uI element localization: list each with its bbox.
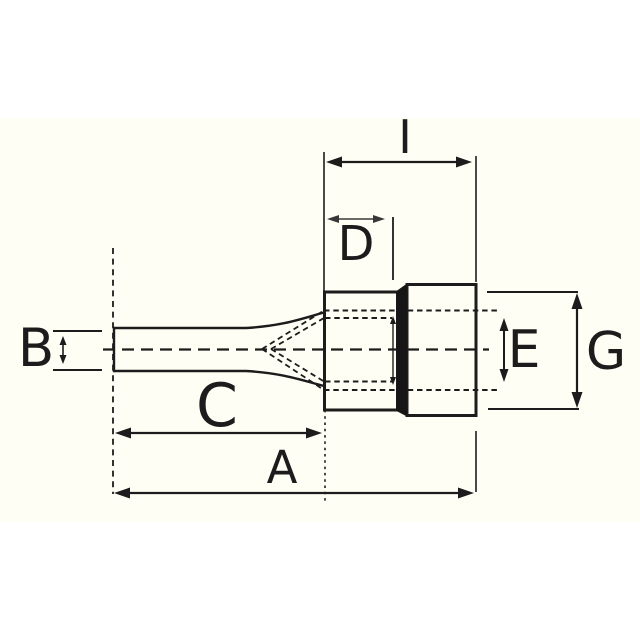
- dimension-e: E: [499, 318, 541, 382]
- arrow-up-icon: [59, 336, 67, 345]
- dim-label-d: D: [338, 216, 375, 272]
- dimension-g: G: [487, 291, 626, 410]
- bore-end-wall: [390, 316, 396, 385]
- arrow-right-icon: [456, 156, 472, 168]
- transition-band: [396, 283, 407, 417]
- bore-end-arrow-up-icon: [390, 316, 396, 324]
- arrow-down-icon: [571, 392, 583, 408]
- arrow-right-icon: [458, 487, 474, 499]
- funnel-cone-hidden-line: [261, 348, 325, 391]
- dim-label-e: E: [508, 320, 541, 380]
- arrow-down-icon: [499, 369, 509, 382]
- arrow-left-icon: [327, 215, 339, 223]
- dim-label-b: B: [18, 318, 54, 379]
- dim-label-g: G: [586, 322, 626, 382]
- bore-end-arrow-down-icon: [390, 377, 396, 385]
- arrow-up-icon: [499, 318, 509, 331]
- pin-bottom-edge: [114, 369, 325, 388]
- dimension-a: A: [114, 431, 477, 499]
- funnel-cone-hidden-line: [270, 348, 325, 383]
- pin-top-edge: [114, 311, 325, 330]
- arrow-left-icon: [114, 487, 130, 499]
- dimension-d: D: [327, 215, 394, 280]
- dimension-c: C: [115, 371, 322, 441]
- dim-label-a: A: [267, 441, 298, 494]
- arrow-left-icon: [115, 427, 131, 439]
- construction-lines: [103, 248, 500, 501]
- arrow-up-icon: [571, 293, 583, 309]
- arrow-down-icon: [59, 355, 67, 364]
- arrow-right-icon: [306, 427, 322, 439]
- dim-label-i: I: [398, 110, 412, 164]
- arrow-left-icon: [326, 156, 342, 168]
- dim-label-c: C: [196, 371, 238, 441]
- funnel-cone-hidden-line: [261, 309, 325, 350]
- dimension-i: I: [323, 110, 477, 291]
- funnel-cone-hidden-line: [270, 317, 325, 350]
- arrow-right-icon: [373, 215, 385, 223]
- dimension-b: B: [18, 318, 102, 379]
